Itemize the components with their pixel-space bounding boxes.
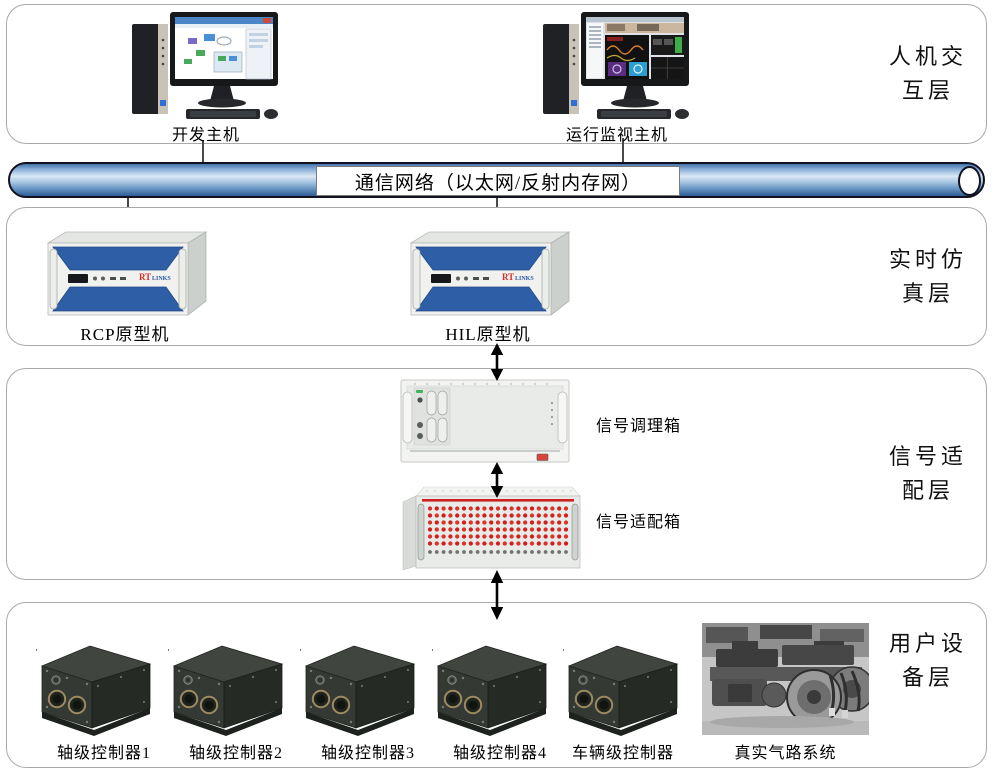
rcp-label: RCP原型机: [80, 325, 170, 344]
network-label: 通信网络（以太网/反射内存网）: [316, 166, 680, 196]
axle-controller-4-label: 轴级控制器4: [452, 745, 547, 762]
network-pipe-end-cap: [958, 166, 981, 196]
arrow-hil-conditioning: [490, 343, 504, 381]
server-brand-links: LINKS: [515, 276, 534, 282]
dev-host-label: 开发主机: [171, 127, 240, 144]
layer-box-hmi: 人机交互层: [6, 4, 987, 144]
rcp-server-illustration: RT LINKS: [47, 231, 207, 316]
hil-server-illustration: RT LINKS: [410, 231, 570, 316]
signal-conditioning-label: 信号调理箱: [596, 418, 682, 435]
axle-controller-1-label: 轴级控制器1: [56, 745, 151, 762]
signal-adaptation-illustration: [402, 486, 581, 571]
pneumatic-system-photo: [702, 623, 869, 735]
monitor-host-computer-illustration: [543, 12, 689, 119]
signal-conditioning-illustration: [400, 379, 570, 463]
server-brand-rt: RT: [502, 272, 514, 282]
monitor-host-label: 运行监视主机: [565, 127, 668, 144]
vehicle-controller-label: 车辆级控制器: [571, 745, 674, 762]
layer-label-signal: 信号适配层: [888, 443, 967, 503]
connector-line-dev-host: [202, 140, 204, 164]
dev-host-computer-illustration: [132, 12, 278, 119]
layer-label-user: 用户设备层: [888, 631, 967, 691]
vehicle-controller-illustration: [563, 645, 678, 737]
connector-line-monitor-host: [622, 138, 624, 164]
axle-controller-1-illustration: [36, 645, 151, 737]
axle-controller-3-illustration: [300, 645, 415, 737]
hil-label: HIL原型机: [445, 325, 531, 344]
adapter-connector-grid: [427, 506, 569, 546]
adapter-bottom-row: [428, 550, 568, 554]
axle-controller-2-illustration: [168, 645, 283, 737]
signal-adaptation-label: 信号适配箱: [596, 514, 682, 531]
layer-label-hmi: 人机交互层: [888, 43, 967, 103]
server-brand-links: LINKS: [152, 276, 171, 282]
server-brand-rt: RT: [139, 272, 151, 282]
arrow-adaptation-devices: [490, 570, 504, 620]
axle-controller-2-label: 轴级控制器2: [188, 745, 283, 762]
layer-label-realtime: 实时仿真层: [888, 246, 967, 306]
axle-controller-4-illustration: [432, 645, 547, 737]
pneumatic-system-label: 真实气路系统: [734, 745, 837, 762]
arrow-conditioning-adaptation: [490, 462, 504, 498]
axle-controller-3-label: 轴级控制器3: [320, 745, 415, 762]
